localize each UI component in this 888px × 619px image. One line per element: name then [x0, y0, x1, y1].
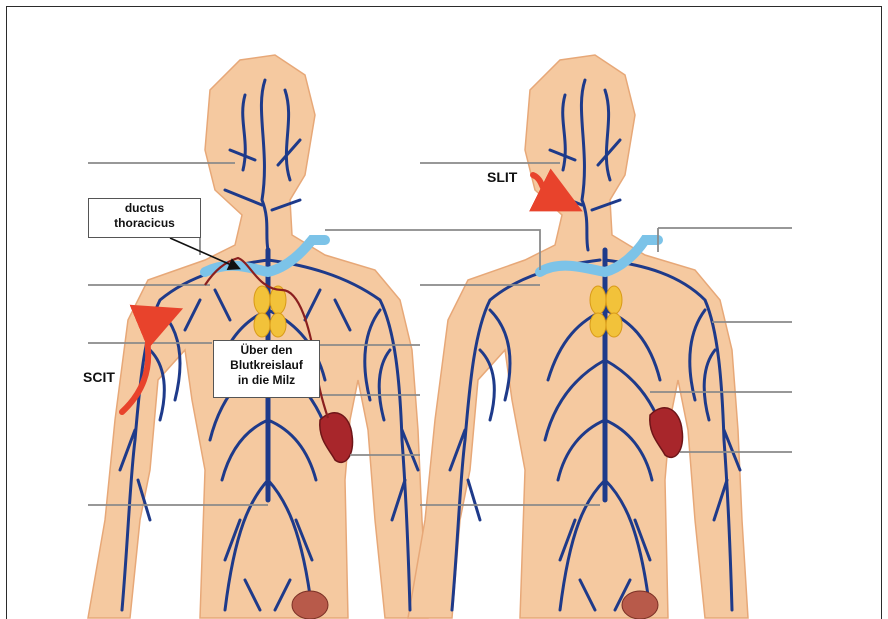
blood-label-line2: Blutkreislauf: [218, 358, 315, 373]
left-thymus-1: [254, 286, 270, 314]
slit-label: SLIT: [487, 169, 517, 185]
bloodstream-spleen-label: Über den Blutkreislauf in die Milz: [213, 340, 320, 398]
blood-label-line3: in die Milz: [218, 373, 315, 388]
right-thymus-3: [590, 313, 606, 337]
ductus-label-line1: ductus: [93, 201, 196, 216]
left-body-silhouette: [88, 55, 428, 618]
right-thymus-1: [590, 286, 606, 314]
left-thymus-4: [270, 313, 286, 337]
right-thymus-4: [606, 313, 622, 337]
right-kidney: [622, 591, 658, 619]
left-kidney: [292, 591, 328, 619]
scit-label: SCIT: [83, 369, 115, 385]
left-body: [88, 55, 428, 618]
ductus-thoracicus-label: ductus thoracicus: [88, 198, 201, 238]
blood-label-line1: Über den: [218, 343, 315, 358]
ductus-label-line2: thoracicus: [93, 216, 196, 231]
right-thymus-2: [606, 286, 622, 314]
far-pointer-1: [658, 228, 792, 252]
left-thymus-3: [254, 313, 270, 337]
